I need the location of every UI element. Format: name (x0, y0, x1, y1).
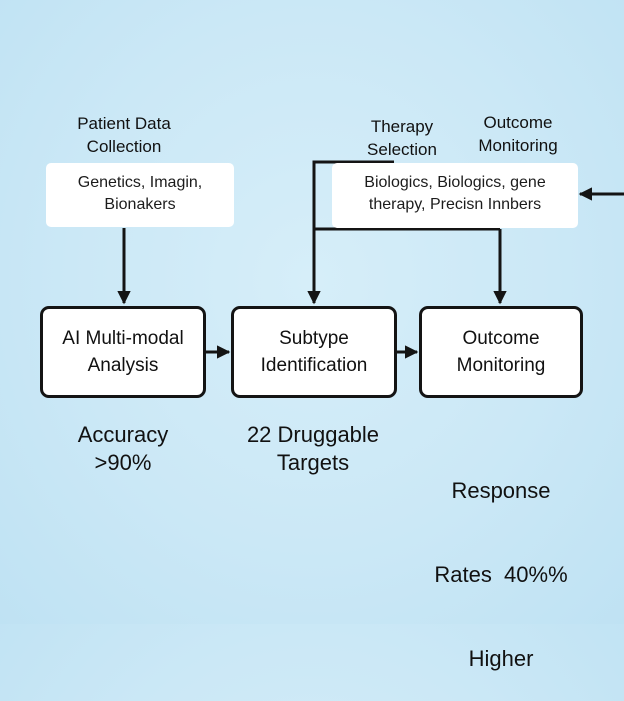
node-ai-line-1: AI Multi-modal (62, 328, 184, 349)
label-patient-data-collection: Patient Data Collection (54, 112, 194, 158)
label-therapy-line-2: Selection (367, 140, 437, 159)
metric-response-line-3: Higher (468, 646, 534, 671)
node-ai-multimodal-analysis: AI Multi-modal Analysis (40, 306, 206, 398)
label-outcome-line-2: Monitoring (478, 136, 558, 155)
metric-targets-line-1: 22 Druggable (246, 422, 380, 447)
metric-accuracy: Accuracy >90% (44, 421, 202, 477)
info-box-data-sources: Genetics, Imagin, Bionakers (46, 163, 234, 227)
metric-accuracy-line-2: >90% (94, 450, 152, 475)
info-box-therapies: Biologics, Biologics, gene therapy, Prec… (332, 163, 578, 228)
info-box-therapies-line-1: Biologics, Biologics, gene (364, 174, 546, 191)
node-subtype-line-2: Identification (260, 355, 368, 376)
therapy-feedback-line (307, 160, 394, 305)
label-patient-line-2: Collection (86, 137, 162, 156)
metric-accuracy-line-1: Accuracy (77, 422, 169, 447)
metric-response-line-1: Response (451, 478, 551, 503)
metric-response-line-2: Rates 40%% (434, 562, 568, 587)
node-outcome-line-2: Monitoring (456, 355, 546, 376)
info-box-therapies-line-2: therapy, Precisn Innbers (368, 196, 542, 213)
node-ai-line-2: Analysis (87, 355, 159, 376)
label-outcome-line-1: Outcome (483, 113, 553, 132)
label-therapy-line-1: Therapy (370, 117, 434, 136)
metric-druggable-targets: 22 Druggable Targets (222, 421, 404, 477)
label-therapy-selection: Therapy Selection (350, 115, 454, 161)
info-box-data-sources-line-1: Genetics, Imagin, (77, 174, 203, 191)
label-outcome-monitoring: Outcome Monitoring (464, 111, 572, 157)
node-subtype-identification: Subtype Identification (231, 306, 397, 398)
label-patient-line-1: Patient Data (77, 114, 171, 133)
metric-targets-line-2: Targets (276, 450, 350, 475)
node-outcome-line-1: Outcome (462, 328, 540, 349)
node-subtype-line-1: Subtype (279, 328, 349, 349)
metric-response-rates: Response Rates 40%% Higher (418, 421, 584, 701)
info-box-data-sources-line-2: Bionakers (104, 196, 176, 213)
flow-connectors (117, 160, 624, 359)
node-outcome-monitoring: Outcome Monitoring (419, 306, 583, 398)
